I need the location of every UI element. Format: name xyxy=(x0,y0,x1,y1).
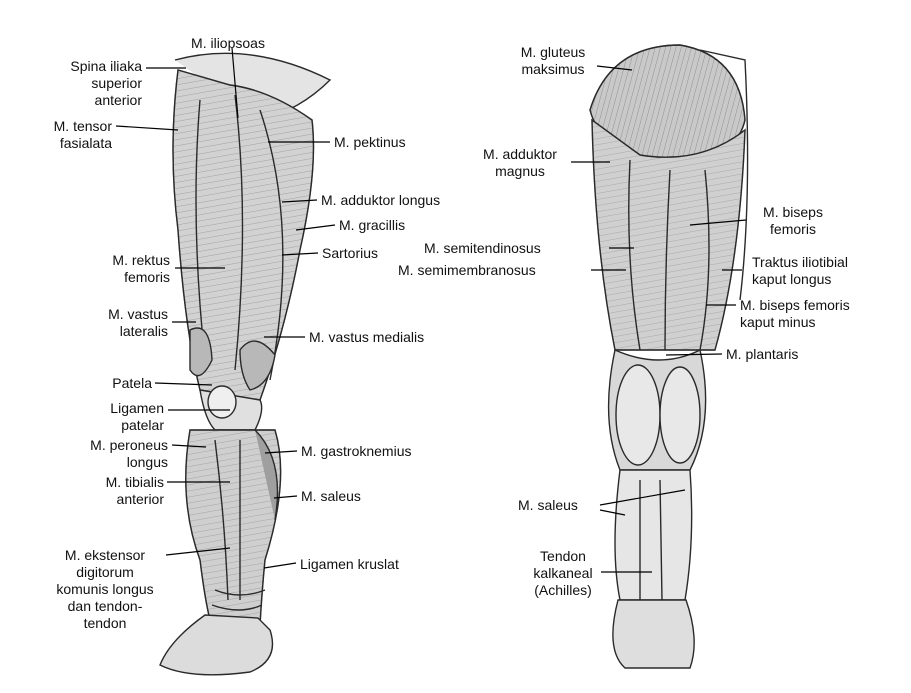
label-saleus-front: M. saleus xyxy=(301,488,361,505)
label-sartorius: Sartorius xyxy=(322,245,378,262)
label-vastus-lateralis: M. vastus lateralis xyxy=(60,306,168,340)
label-spina-iliaka: Spina iliaka superior anterior xyxy=(24,58,142,109)
label-biseps-femoris: M. biseps femoris xyxy=(748,204,838,238)
label-tendon-kalkaneal: Tendon kalkaneal (Achilles) xyxy=(525,548,601,599)
label-ligamen-kruslat: Ligamen kruslat xyxy=(300,556,399,573)
label-plantaris: M. plantaris xyxy=(726,346,798,363)
label-ligamen-patelar: Ligamen patelar xyxy=(60,400,164,434)
label-gracillis: M. gracillis xyxy=(339,217,405,234)
label-traktus-iliotibial: Traktus iliotibial kaput longus xyxy=(752,254,848,288)
label-gluteus-maksimus: M. gluteus maksimus xyxy=(508,44,598,78)
label-ekstensor-digitorum: M. ekstensor digitorum komunis longus da… xyxy=(38,547,172,632)
label-vastus-medialis: M. vastus medialis xyxy=(309,329,424,346)
label-rektus-femoris: M. rektus femoris xyxy=(60,252,170,286)
label-patela: Patela xyxy=(60,375,152,392)
label-saleus-back: M. saleus xyxy=(518,497,578,514)
label-biseps-femoris-kaput-minus: M. biseps femoris kaput minus xyxy=(740,297,850,331)
label-semitendinosus: M. semitendinosus xyxy=(424,240,541,257)
front-leg xyxy=(160,53,330,674)
label-tensor-fasialata: M. tensor fasialata xyxy=(10,118,112,152)
label-adduktor-longus: M. adduktor longus xyxy=(321,192,440,209)
label-adduktor-magnus: M. adduktor magnus xyxy=(468,146,572,180)
label-gastroknemius: M. gastroknemius xyxy=(301,443,411,460)
label-iliopsoas: M. iliopsoas xyxy=(173,35,283,52)
label-peroneus-longus: M. peroneus longus xyxy=(40,437,168,471)
label-semimembranosus: M. semimembranosus xyxy=(398,262,536,279)
back-leg xyxy=(590,45,748,668)
label-tibialis-anterior: M. tibialis anterior xyxy=(40,474,164,508)
label-pektinus: M. pektinus xyxy=(334,134,406,151)
